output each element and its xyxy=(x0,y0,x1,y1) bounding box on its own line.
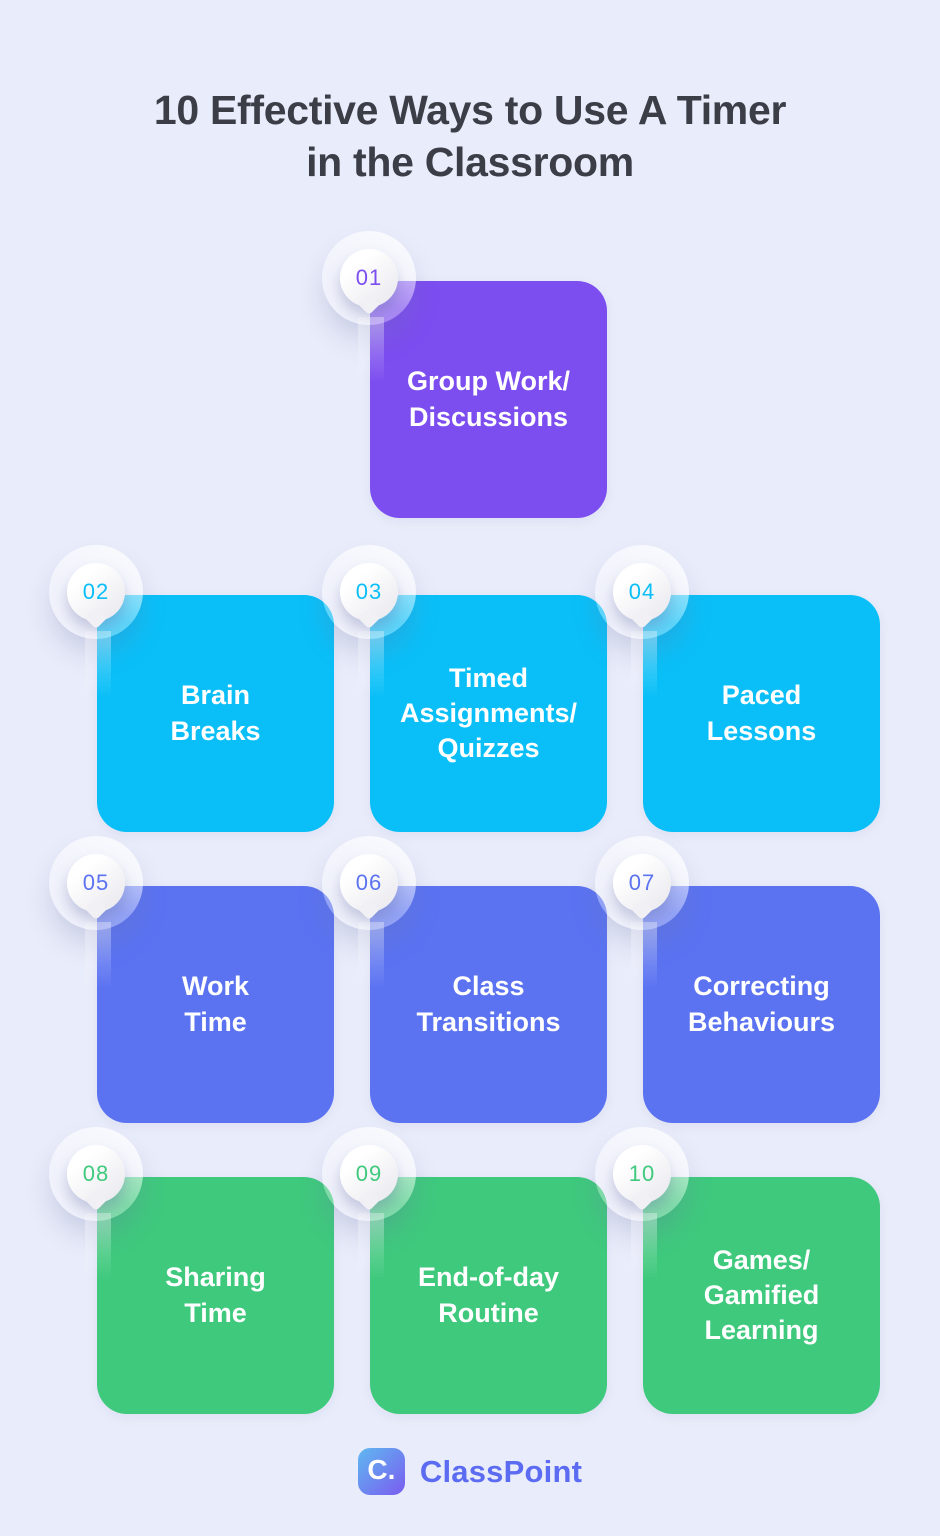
badge-light-streak xyxy=(85,1213,111,1279)
classpoint-logo-icon: C. xyxy=(357,1448,405,1495)
badge-speech-bubble: 09 xyxy=(340,1145,398,1212)
card-label: Correcting Behaviours xyxy=(687,971,836,1037)
badge-number: 01 xyxy=(355,265,383,290)
badge-number: 10 xyxy=(628,1161,656,1186)
badge-number: 03 xyxy=(355,579,383,604)
badge-number: 06 xyxy=(355,870,383,895)
badge-number: 07 xyxy=(628,870,656,895)
brand-name: ClassPoint xyxy=(419,1453,583,1489)
badge-light-streak xyxy=(85,922,111,988)
badge-speech-bubble: 06 xyxy=(340,854,398,921)
badge-speech-bubble: 05 xyxy=(67,854,125,921)
card-label: Group Work/ Discussions xyxy=(406,366,570,432)
badge-number: 09 xyxy=(355,1161,383,1186)
badge-light-streak xyxy=(358,317,384,383)
badge-light-streak xyxy=(358,1213,384,1279)
card-timed-assignments-quizzes: 03 Timed Assignments/ Quizzes xyxy=(322,545,607,832)
badge-speech-bubble: 04 xyxy=(613,563,671,630)
brand-logo: C. ClassPoint xyxy=(0,1448,940,1495)
badge-number: 04 xyxy=(628,579,656,604)
badge-light-streak xyxy=(631,1213,657,1279)
card-class-transitions: 06 Class Transitions xyxy=(322,836,607,1123)
card-label: Class Transitions xyxy=(416,971,561,1037)
badge-light-streak xyxy=(358,631,384,697)
card-label: Paced Lessons xyxy=(706,680,817,746)
badge-number: 05 xyxy=(82,870,110,895)
badge-light-streak xyxy=(358,922,384,988)
badge-light-streak xyxy=(631,922,657,988)
card-label: Games/ Gamified Learning xyxy=(703,1244,820,1346)
badge-speech-bubble: 08 xyxy=(67,1145,125,1212)
card-label: Work Time xyxy=(181,971,249,1037)
card-paced-lessons: 04 Paced Lessons xyxy=(595,545,880,832)
badge-light-streak xyxy=(631,631,657,697)
card-sharing-time: 08 Sharing Time xyxy=(49,1127,334,1414)
badge-number: 08 xyxy=(82,1161,110,1186)
card-group-work-discussions: 01 Group Work/ Discussions xyxy=(322,231,607,518)
badge-speech-bubble: 10 xyxy=(613,1145,671,1212)
card-games-gamified-learning: 10 Games/ Gamified Learning xyxy=(595,1127,880,1414)
card-label: End-of-day Routine xyxy=(418,1262,559,1328)
card-brain-breaks: 02 Brain Breaks xyxy=(49,545,334,832)
badge-number: 02 xyxy=(82,579,110,604)
badge-speech-bubble: 03 xyxy=(340,563,398,630)
infographic-title: 10 Effective Ways to Use A Timer in the … xyxy=(153,87,787,186)
card-label: Timed Assignments/ Quizzes xyxy=(399,662,578,764)
card-correcting-behaviours: 07 Correcting Behaviours xyxy=(595,836,880,1123)
badge-speech-bubble: 01 xyxy=(340,249,398,316)
badge-light-streak xyxy=(85,631,111,697)
card-work-time: 05 Work Time xyxy=(49,836,334,1123)
badge-speech-bubble: 07 xyxy=(613,854,671,921)
card-label: Brain Breaks xyxy=(170,680,261,746)
card-end-of-day-routine: 09 End-of-day Routine xyxy=(322,1127,607,1414)
badge-speech-bubble: 02 xyxy=(67,563,125,630)
card-label: Sharing Time xyxy=(165,1262,266,1328)
